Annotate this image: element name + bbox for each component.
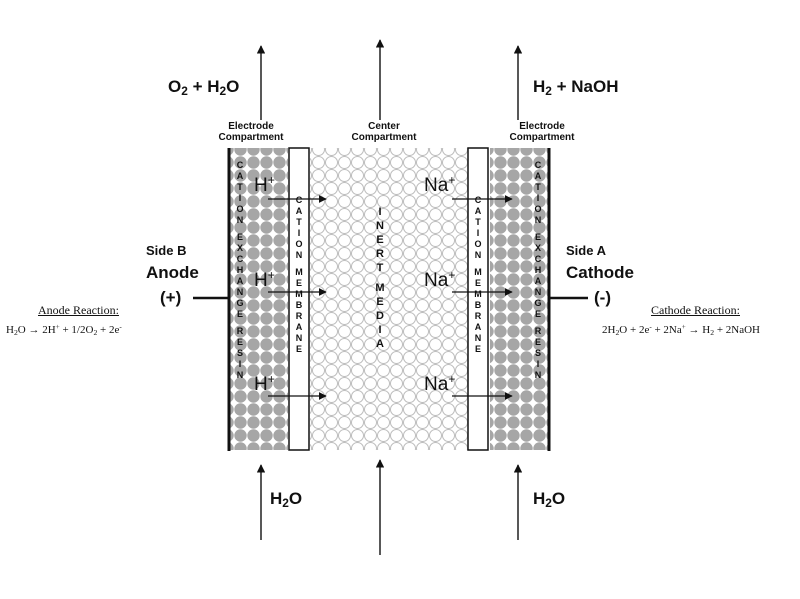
cathode-feed-label: H2O — [533, 489, 566, 510]
side-b-label: Side B — [146, 243, 187, 258]
cathode-reaction-equation: 2H2O + 2e- + 2Na+ → H2 + 2NaOH — [602, 323, 760, 337]
right-cation-membrane — [467, 147, 489, 451]
anode-reaction-title: Anode Reaction: — [38, 303, 119, 317]
side-a-label: Side A — [566, 243, 606, 258]
h-ion-1: H+ — [254, 173, 275, 196]
na-ion-1: Na+ — [424, 173, 456, 196]
anode-sign: (+) — [160, 288, 182, 307]
cathode-sign: (-) — [594, 288, 611, 307]
left-cation-membrane — [288, 147, 310, 451]
right-resin-bed — [490, 148, 548, 450]
inert-media-bed — [310, 148, 468, 450]
na-ion-3: Na+ — [424, 372, 456, 395]
cathode-reaction-title: Cathode Reaction: — [651, 303, 740, 317]
left-resin-bed — [230, 148, 288, 450]
anode-feed-label: H2O — [270, 489, 303, 510]
na-ion-2: Na+ — [424, 268, 456, 291]
cathode-product-label: H2 + NaOH — [533, 77, 619, 98]
h-ion-3: H+ — [254, 372, 275, 395]
cathode-label: Cathode — [566, 263, 634, 282]
anode-product-label: O2 + H2O — [168, 77, 240, 98]
anode-label: Anode — [146, 263, 199, 282]
h-ion-2: H+ — [254, 268, 275, 291]
anode-reaction-equation: H2O → 2H+ + 1/2O2 + 2e- — [6, 323, 122, 337]
